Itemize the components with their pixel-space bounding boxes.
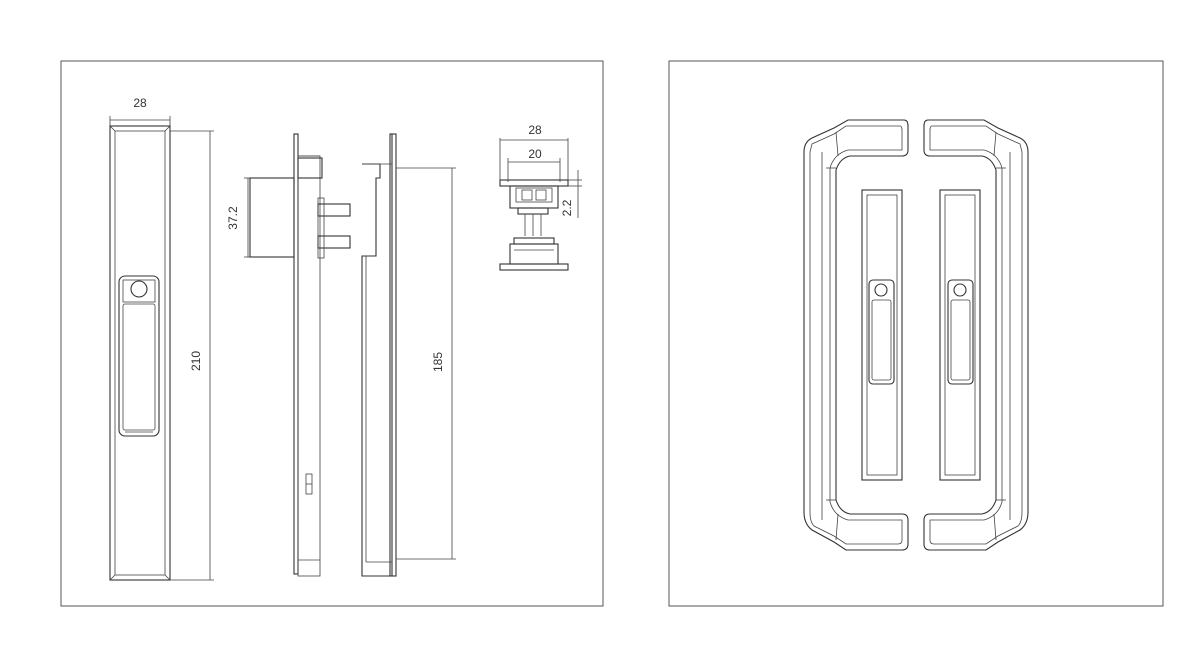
dim-plate-185: 185 <box>431 352 445 372</box>
section-view: 28 20 2.2 <box>499 123 582 271</box>
plate-view: 185 <box>361 133 456 577</box>
front-view: 28 210 <box>109 96 214 581</box>
dim-offset-37-2: 37.2 <box>226 206 240 230</box>
flush-pull-left <box>861 189 903 481</box>
dim-section-28: 28 <box>528 123 542 137</box>
left-handle <box>803 119 909 551</box>
dim-length-210: 210 <box>189 351 203 371</box>
dim-section-2-2: 2.2 <box>560 199 574 216</box>
dim-section-20: 20 <box>528 147 542 161</box>
right-handle <box>923 119 1029 551</box>
side-view: 37.2 <box>226 133 351 577</box>
left-drawing-frame <box>60 60 604 607</box>
flush-pull-right <box>939 189 981 481</box>
dim-width-28: 28 <box>133 96 147 110</box>
right-drawing-frame <box>668 60 1164 607</box>
